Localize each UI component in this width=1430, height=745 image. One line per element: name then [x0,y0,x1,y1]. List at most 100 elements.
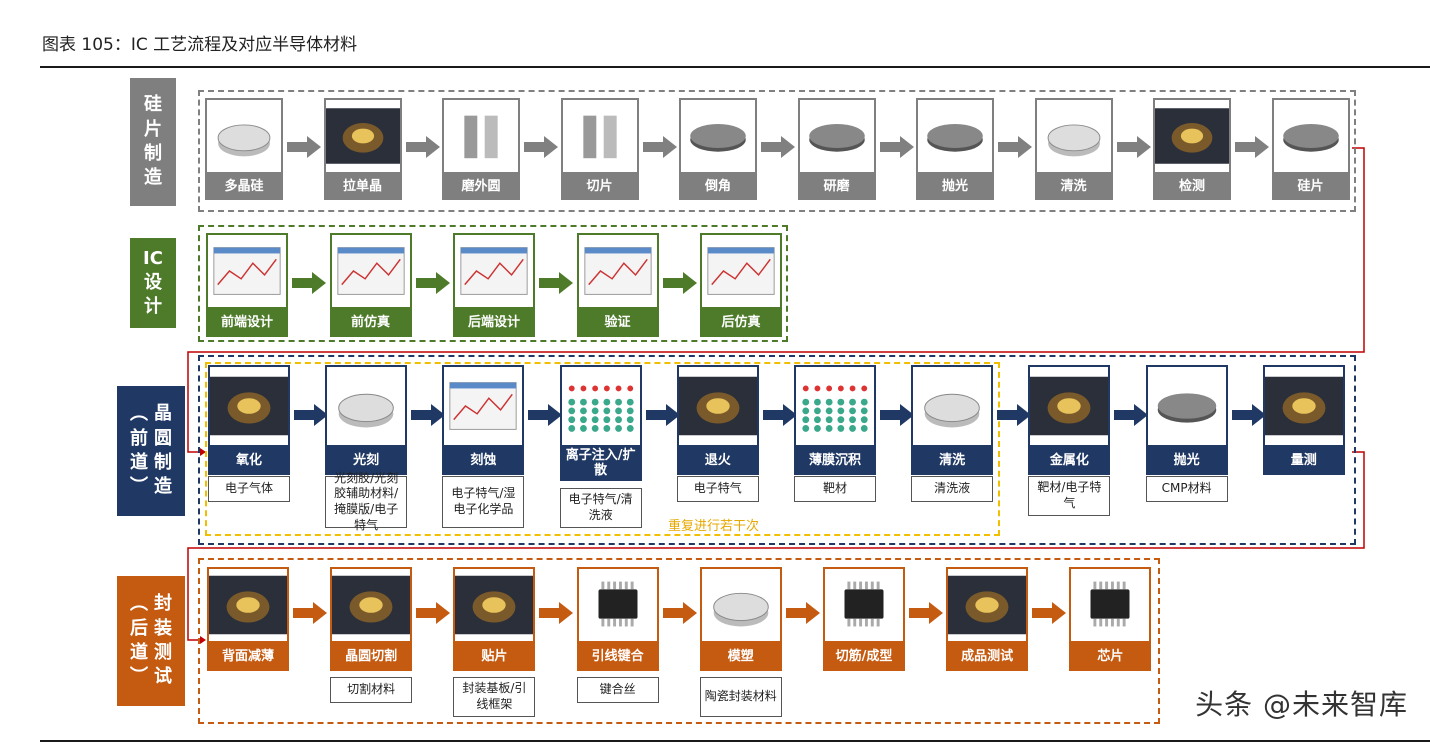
material-box: 切割材料 [330,677,413,703]
pkg-step: 引线键合 [576,567,659,671]
step-label: 退火 [676,447,759,475]
flow-arrow [416,602,452,624]
material-box: 陶瓷封装材料 [699,677,782,717]
flow-arrow [405,136,442,158]
wafer-step: 硅片 [1271,98,1350,200]
pkg-step: 晶圆切割 [330,567,413,671]
step-label: 清洗 [911,447,994,475]
top-rule [40,66,1430,68]
flow-arrow [662,602,699,624]
step-label: 硅片 [1271,174,1350,200]
flow-arrow [998,136,1034,158]
flow-arrow [1032,602,1068,624]
step-image [1069,567,1152,643]
step-image [916,98,994,174]
step-image [794,365,876,447]
fab-step: 光刻 [325,365,408,475]
step-image [946,567,1029,643]
stage-wafer-making: 硅片制造 [130,78,176,206]
design-step: 验证 [576,233,659,337]
bottom-rule [40,740,1430,742]
step-label: 多晶硅 [205,174,283,200]
step-label: 后仿真 [700,309,782,337]
step-label: 氧化 [208,447,290,475]
step-label: 模塑 [699,643,782,671]
flow-arrow [645,404,682,426]
flow-arrow [879,136,916,158]
step-image [700,233,782,309]
design-row-frame [198,225,788,342]
flow-arrow [1114,404,1150,426]
step-image [576,233,659,309]
stage-label: 封装测试 [154,593,172,688]
stage-paren: ︵后道︶ [130,593,148,688]
step-image [323,98,402,174]
design-step: 后仿真 [700,233,782,337]
figure-title: 图表 105：IC 工艺流程及对应半导体材料 [42,35,358,55]
step-image [1271,98,1350,174]
material-box: 靶材 [794,476,876,502]
flow-arrow [287,136,323,158]
repeat-note: 重复进行若干次 [668,519,760,534]
flow-arrow [293,602,329,624]
fab-step: 刻蚀 [442,365,525,475]
pkg-step: 贴片 [453,567,536,671]
repeat-loop-frame [205,362,1000,536]
wafer-step: 检测 [1153,98,1231,200]
flow-arrow [294,404,330,426]
pkg-step: 切筋/成型 [823,567,905,671]
step-label: 贴片 [453,643,536,671]
fab-step: 薄膜沉积 [794,365,876,475]
fab-step: 离子注入/扩散 [559,365,642,481]
step-image [911,365,994,447]
step-label: 清洗 [1034,174,1113,200]
flow-arrow [997,404,1033,426]
fab-step: 退火 [676,365,759,475]
step-label: 背面减薄 [207,643,289,671]
step-label: 量测 [1262,447,1345,475]
step-label: 拉单晶 [323,174,402,200]
stage-label: 硅片制造 [144,94,162,189]
wafer-step: 倒角 [679,98,757,200]
flow-arrow [415,272,452,294]
stage-paren: ︵前道︶ [130,403,148,498]
step-label: 验证 [576,309,659,337]
step-label: 切筋/成型 [823,643,905,671]
step-image [823,567,905,643]
flow-arrow [785,602,822,624]
step-label: 磨外圆 [442,174,520,200]
pkg-step: 成品测试 [946,567,1029,671]
step-label: 前端设计 [206,309,288,337]
material-box: 电子气体 [208,476,290,502]
step-image [206,233,288,309]
material-box: 靶材/电子特气 [1028,476,1111,516]
step-image [1153,98,1231,174]
step-label: 芯片 [1069,643,1152,671]
step-label: 倒角 [679,174,757,200]
design-step: 前端设计 [206,233,288,337]
material-box: 电子特气 [676,476,759,502]
wafer-step: 多晶硅 [205,98,283,200]
step-image [453,233,535,309]
step-label: 金属化 [1028,447,1111,475]
wafer-step: 清洗 [1034,98,1113,200]
step-label: 光刻 [325,447,408,475]
design-step: 后端设计 [453,233,535,337]
step-label: 后端设计 [453,309,535,337]
wafer-step: 磨外圆 [442,98,520,200]
step-label: 薄膜沉积 [794,447,876,475]
flow-arrow [762,404,799,426]
fab-row-frame [198,355,1356,545]
flow-arrow [642,136,679,158]
stage-label: 晶圆制造 [154,403,172,498]
material-box: 光刻胶/光刻胶辅助材料/掩膜版/电子特气 [325,471,408,532]
pkg-step: 背面减薄 [207,567,289,671]
step-label: 切片 [560,174,639,200]
material-box: CMP材料 [1145,476,1228,502]
fab-step: 金属化 [1028,365,1111,475]
step-image [329,233,412,309]
flow-arrow [524,136,560,158]
pkg-step: 芯片 [1069,567,1152,671]
